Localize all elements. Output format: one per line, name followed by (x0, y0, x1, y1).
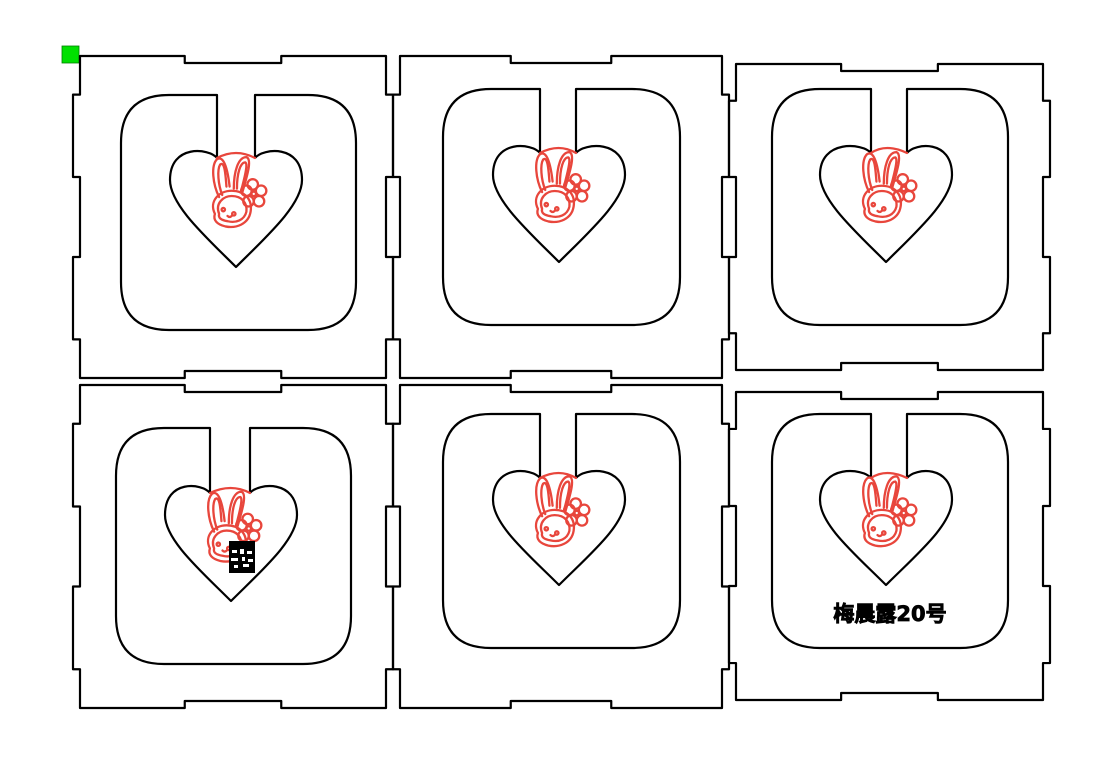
panel-5 (391, 383, 731, 710)
qr-code-icon (229, 541, 255, 573)
panel-outline (71, 383, 395, 710)
heart-notch-engrave (538, 146, 578, 155)
panel-outline (727, 390, 1052, 702)
bunny-peace-heart-icon (534, 475, 591, 548)
heart-notch-engrave (208, 486, 252, 495)
inner-cutout-outline (114, 426, 353, 666)
panel-1 (71, 54, 395, 380)
inner-cutout-outline (770, 412, 1010, 650)
bunny-peace-heart-icon (534, 150, 591, 224)
bunny-peace-heart-icon (861, 475, 918, 548)
heart-outline (818, 469, 954, 587)
panel-outline (71, 54, 395, 380)
heart-outline (818, 144, 954, 264)
heart-notch-engrave (869, 471, 909, 480)
green-square-origin-icon (61, 45, 80, 64)
bunny-peace-heart-icon (861, 150, 918, 224)
panel-outline (391, 383, 731, 710)
panel-4 (71, 383, 395, 710)
panel-3 (727, 62, 1052, 372)
panels-layer (71, 54, 1052, 710)
heart-notch-engrave (869, 146, 909, 155)
inner-cutout-outline (441, 87, 682, 327)
inner-cutout-outline (441, 412, 682, 650)
heart-outline (491, 469, 627, 587)
heart-outline (168, 149, 304, 269)
heart-outline (491, 144, 627, 264)
bunny-peace-heart-icon (211, 155, 268, 229)
panel-6-label: 梅晨露20号 (833, 602, 946, 626)
panel-6 (727, 390, 1052, 702)
inner-cutout-outline (119, 93, 358, 332)
inner-cutout-outline (770, 87, 1010, 327)
heart-outline (163, 484, 299, 603)
panel-outline (727, 62, 1052, 372)
panel-outline (391, 54, 731, 380)
heart-notch-engrave (215, 151, 257, 160)
panel-2 (391, 54, 731, 380)
